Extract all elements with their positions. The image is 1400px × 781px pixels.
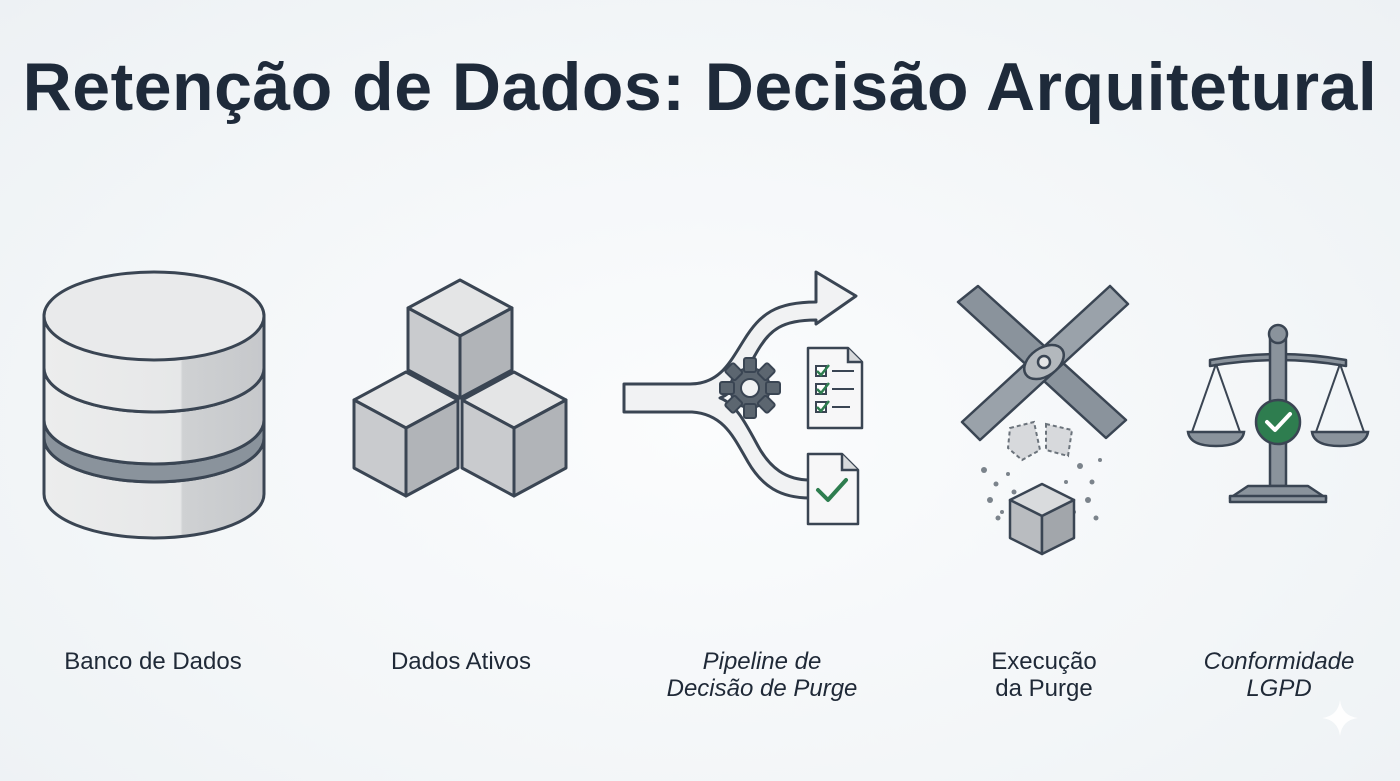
cubes-icon (352, 278, 568, 498)
scissors-icon (956, 284, 1130, 556)
check-badge-icon (1254, 398, 1302, 446)
gear-icon (719, 357, 781, 419)
database-icon (42, 270, 266, 540)
page-title: Retenção de Dados: Decisão Arquitetural (22, 49, 1378, 125)
approved-document-icon (806, 452, 860, 526)
caption-banco-de-dados: Banco de Dados (64, 648, 242, 675)
caption-dados-ativos: Dados Ativos (390, 648, 532, 675)
scales-icon (1186, 323, 1370, 504)
caption-pipeline: Pipeline de Decisão de Purge (666, 648, 858, 702)
caption-execucao-purge: Execução da Purge (991, 648, 1097, 702)
caption-conformidade-lgpd: Conformidade LGPD (1203, 648, 1355, 702)
checklist-document-icon (806, 346, 864, 430)
pipeline-icon (622, 270, 864, 526)
sparkle-icon (1322, 700, 1358, 736)
